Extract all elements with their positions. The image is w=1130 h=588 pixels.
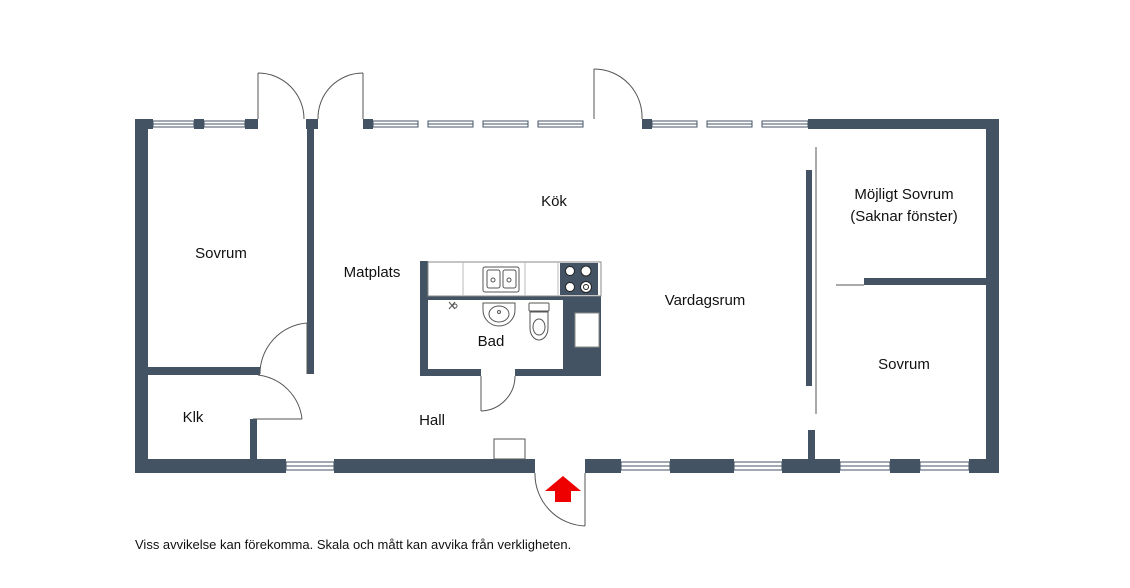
door-top-right xyxy=(593,68,643,120)
wall-sovrum-matplats xyxy=(307,129,314,374)
entrance-door xyxy=(534,472,586,527)
room-label-mojligt-sovrum: Möjligt Sovrum xyxy=(854,186,953,203)
wall-bedrooms-divider xyxy=(864,278,986,285)
wall-bottom-7 xyxy=(969,459,999,473)
window-top-2 xyxy=(203,120,246,128)
faucet-icon xyxy=(448,301,458,310)
wall-bottom-2 xyxy=(334,459,535,473)
wall-top-2 xyxy=(194,119,204,129)
wall-bottom-1 xyxy=(135,459,286,473)
island-wall-bottom-right xyxy=(515,369,601,376)
disclaimer-text: Viss avvikelse kan förekomma. Skala och … xyxy=(135,537,572,552)
wall-bottom-3 xyxy=(585,459,621,473)
room-label-matplats: Matplats xyxy=(344,264,401,281)
wall-bottom-6 xyxy=(890,459,920,473)
wall-top-6 xyxy=(642,119,652,129)
window-top-5 xyxy=(482,120,529,128)
window-top-9 xyxy=(761,120,809,128)
exterior-doors xyxy=(257,68,643,527)
wall-klk-right xyxy=(250,419,257,459)
door-bad xyxy=(480,375,516,412)
sliding-walls xyxy=(815,147,864,414)
hall-cabinet xyxy=(493,438,526,460)
interior-doors xyxy=(253,322,516,420)
room-label-saknar-fonster: (Saknar fönster) xyxy=(850,208,958,225)
wall-top-3 xyxy=(245,119,258,129)
room-label-sovrum-left: Sovrum xyxy=(195,245,247,262)
wall-top-5 xyxy=(363,119,373,129)
window-bottom-2 xyxy=(620,461,671,471)
toilet-icon xyxy=(528,302,550,341)
sink-icon xyxy=(482,266,520,293)
window-bottom-3 xyxy=(733,461,783,471)
wall-right xyxy=(986,119,999,473)
door-klk xyxy=(253,374,303,420)
exterior-walls xyxy=(135,119,999,473)
room-label-klk: Klk xyxy=(183,409,204,426)
appliance-box xyxy=(574,312,600,348)
window-bottom-5 xyxy=(919,461,970,471)
wall-sovrum-klk xyxy=(148,367,260,375)
room-label-hall: Hall xyxy=(419,412,445,429)
window-bottom-4 xyxy=(839,461,891,471)
room-label-sovrum-right: Sovrum xyxy=(878,356,930,373)
room-label-vardagsrum: Vardagsrum xyxy=(665,292,746,309)
room-labels: Sovrum Matplats Kök Bad Vardagsrum Möjli… xyxy=(183,186,958,429)
wall-vardagsrum-upper xyxy=(806,170,812,386)
window-top-7 xyxy=(651,120,698,128)
wall-bottom-4 xyxy=(670,459,734,473)
window-bottom-1 xyxy=(285,461,335,471)
windows xyxy=(152,120,970,471)
room-label-bad: Bad xyxy=(478,333,505,350)
door-top-middle xyxy=(317,72,364,120)
window-top-6 xyxy=(537,120,584,128)
door-top-left xyxy=(257,72,305,120)
island-wall-middle xyxy=(428,296,601,300)
window-top-1 xyxy=(152,120,195,128)
window-top-4 xyxy=(427,120,474,128)
wall-top-4 xyxy=(306,119,318,129)
entrance-arrow-icon xyxy=(545,476,581,502)
island-wall-bottom xyxy=(420,369,481,376)
room-label-kok: Kök xyxy=(541,193,567,210)
wall-vardagsrum-lower xyxy=(808,430,815,459)
wall-bottom-5 xyxy=(782,459,840,473)
wall-left xyxy=(135,119,148,473)
washbasin-icon xyxy=(482,302,516,327)
window-top-3 xyxy=(372,120,419,128)
wall-top-7 xyxy=(808,119,999,129)
island-wall-top xyxy=(420,261,428,376)
window-top-8 xyxy=(706,120,753,128)
stove-icon xyxy=(560,263,598,295)
door-sovrum-left xyxy=(259,322,308,375)
